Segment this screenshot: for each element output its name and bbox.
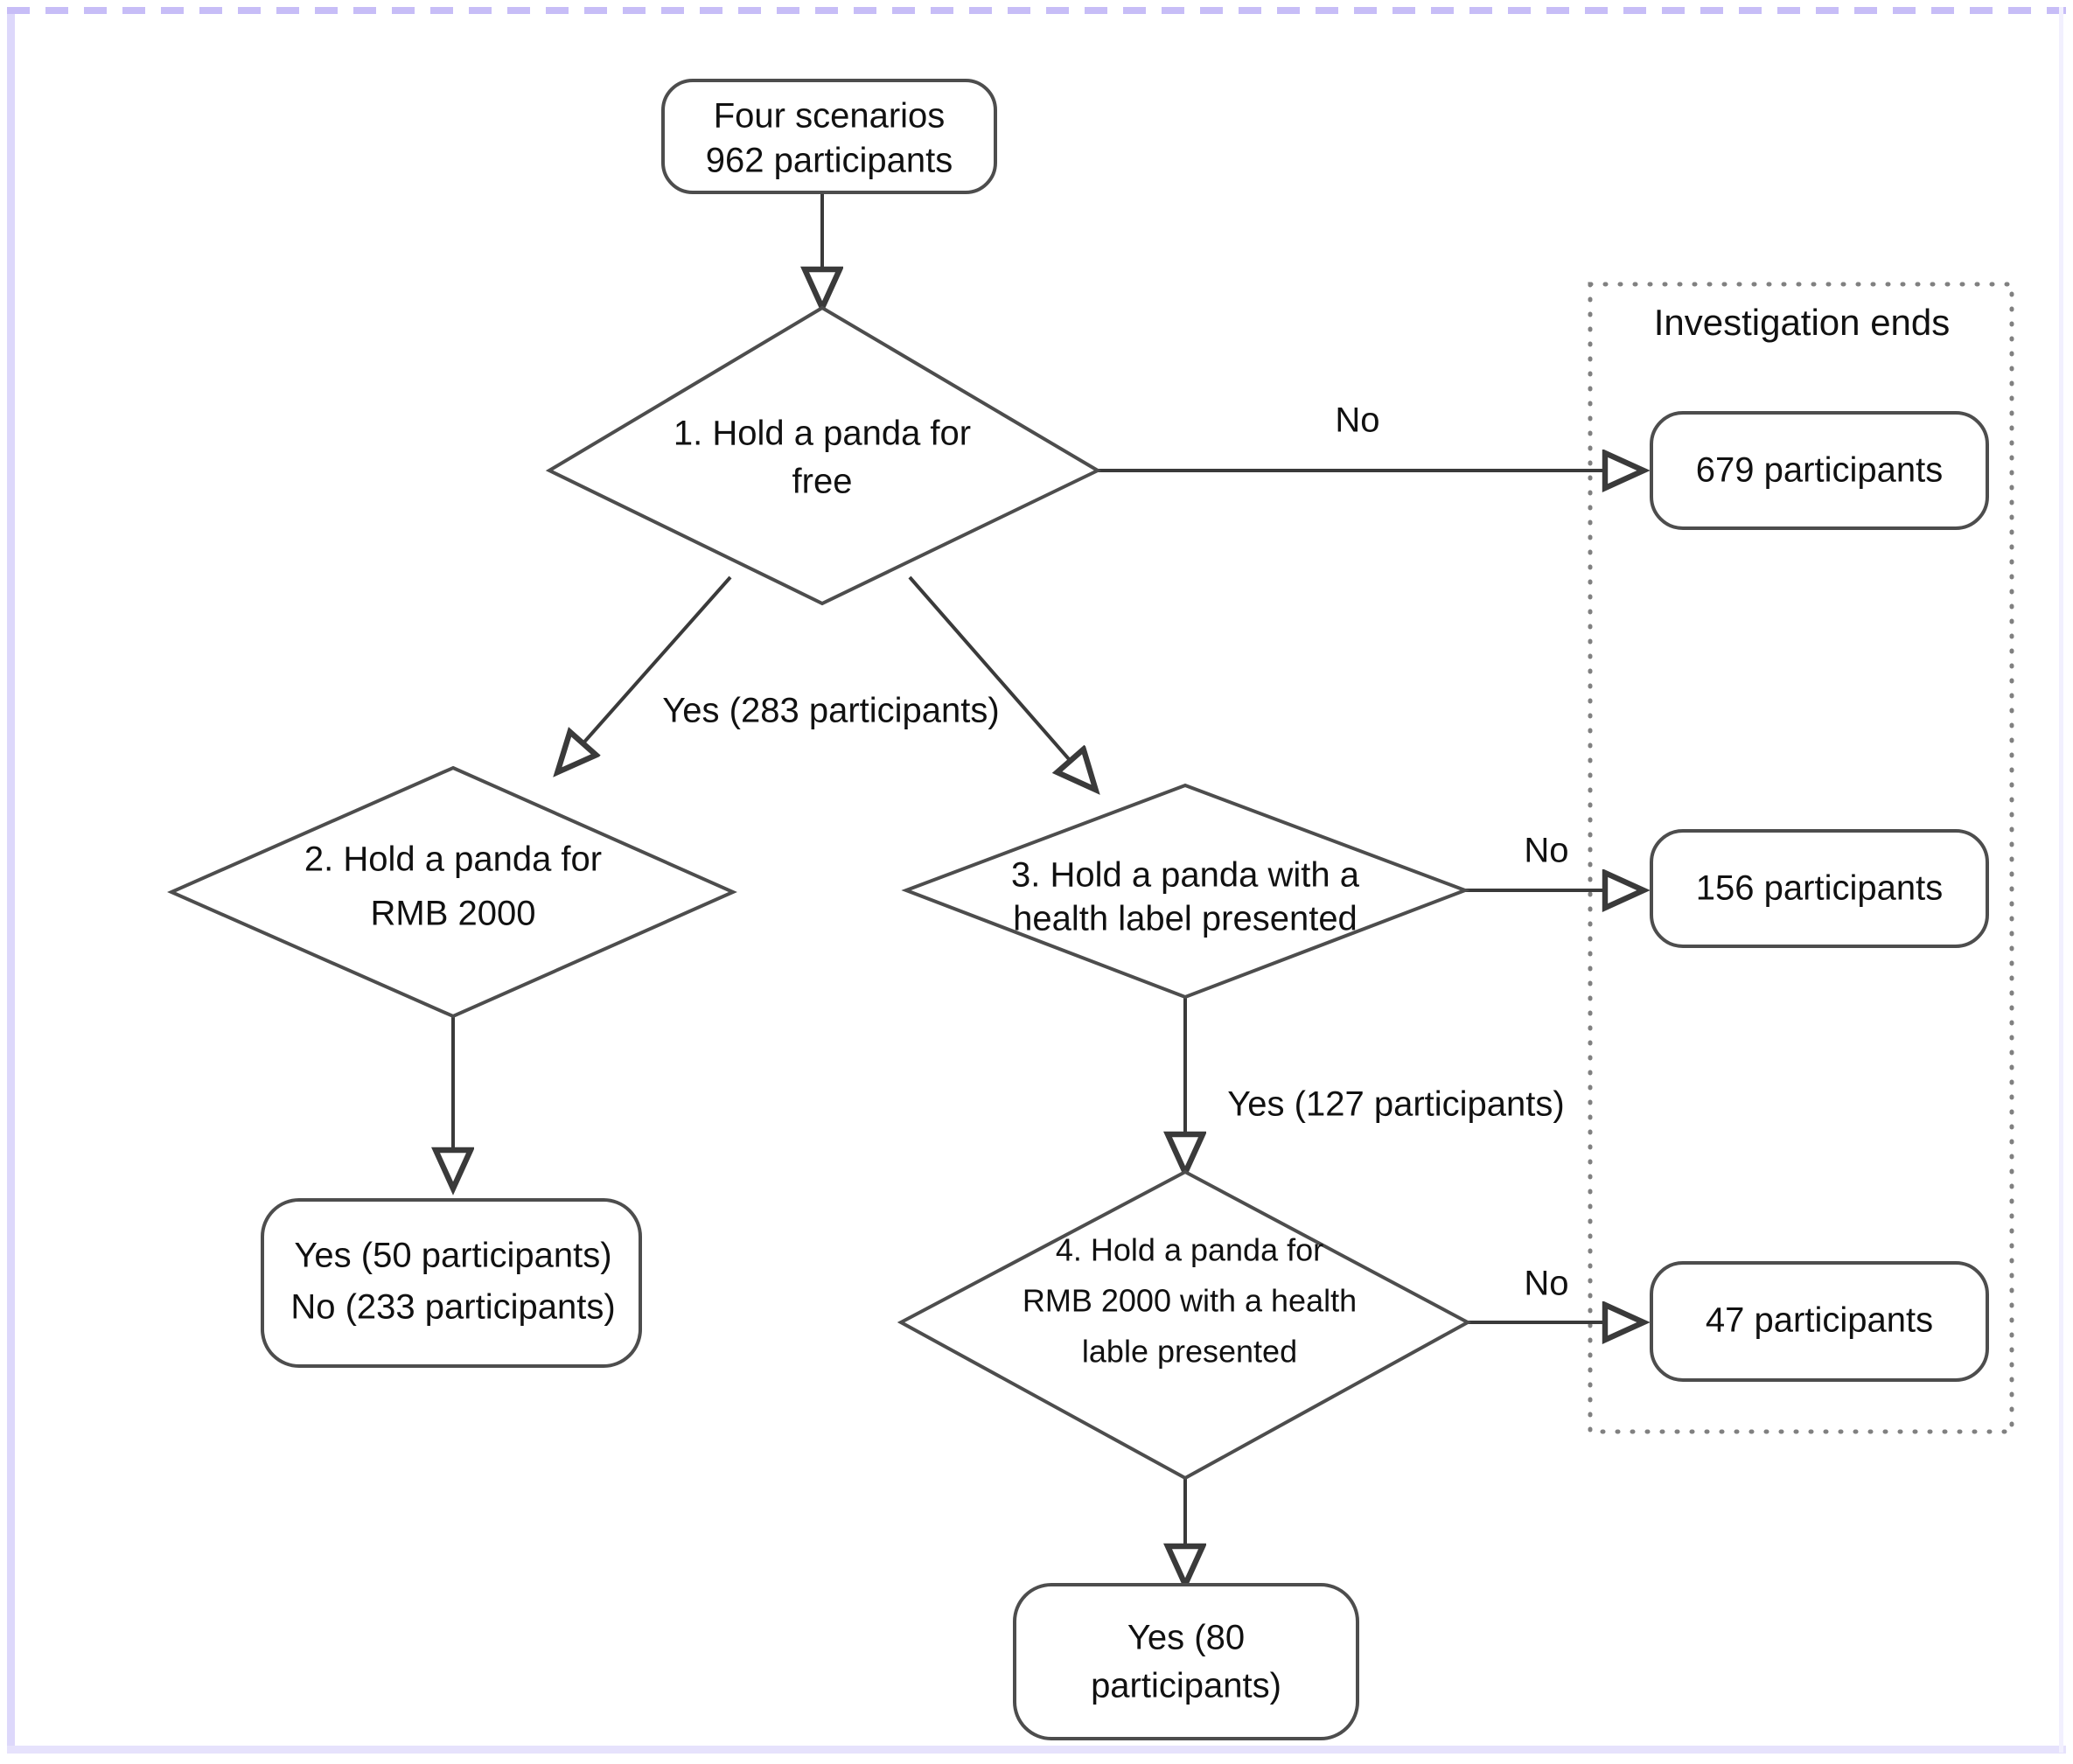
node-decision-4-line-2: RMB 2000 with a health [1023,1283,1357,1319]
node-end-47-label: 47 participants [1706,1301,1933,1340]
node-result-decision-4: Yes (80 participants) [1013,1583,1359,1740]
node-result-decision-2: Yes (50 participants) No (233 participan… [261,1198,642,1368]
node-end-156: 156 participants [1650,829,1989,948]
node-end-679: 679 participants [1650,411,1989,530]
edge-decision-1-to-decision-3 [908,575,1093,787]
node-start-line-1: Four scenarios [714,97,946,136]
frame-border-left [7,7,15,1753]
frame-border-bottom [7,1746,2066,1754]
investigation-ends-group: Investigation ends [1588,282,2014,1434]
node-decision-3-shape [901,783,1470,1000]
node-decision-2: 2. Hold a panda for RMB 2000 [167,765,737,1019]
node-decision-1-shape [545,305,1102,606]
node-decision-3-line-2: health label presented [1013,900,1358,938]
frame-border-top [7,7,2066,14]
edge-label-decision-1-yes: Yes (283 participants) [662,692,999,730]
node-decision-2-line-1: 2. Hold a panda for [304,840,602,879]
node-decision-2-line-2: RMB 2000 [371,895,536,933]
node-result-decision-2-line-2: No (233 participants) [290,1288,615,1327]
node-result-decision-4-line-1: Yes (80 [1127,1619,1245,1657]
edge-label-decision-3-no: No [1524,832,1568,870]
node-result-decision-2-line-1: Yes (50 participants) [294,1237,611,1275]
node-start-shape [661,79,997,194]
node-decision-1: 1. Hold a panda for free [545,305,1102,606]
investigation-ends-label: Investigation ends [1654,302,1951,343]
node-decision-4: 4. Hold a panda for RMB 2000 with a heal… [897,1169,1472,1481]
node-result-decision-2-shape [261,1198,642,1368]
node-end-679-shape [1650,411,1989,530]
node-decision-3-line-1: 3. Hold a panda with a [1011,856,1360,895]
node-decision-1-line-1: 1. Hold a panda for [674,415,971,453]
node-decision-1-line-2: free [792,463,853,501]
node-decision-4-line-3: lable presented [1082,1334,1297,1370]
edge-decision-1-yes-to-decision-2 [560,575,732,770]
node-decision-3: 3. Hold a panda with a health label pres… [901,783,1470,1000]
node-end-156-shape [1650,829,1989,948]
node-end-679-label: 679 participants [1696,451,1943,490]
investigation-ends-box [1588,282,2014,1434]
node-end-47-shape [1650,1261,1989,1382]
node-result-decision-4-shape [1013,1583,1359,1740]
node-decision-2-shape [167,765,737,1019]
node-start-line-2: 962 participants [706,142,953,180]
edge-label-decision-1-no: No [1335,401,1379,440]
frame-border-right [2059,7,2063,1753]
node-start: Four scenarios 962 participants [661,79,997,194]
node-result-decision-4-line-2: participants) [1091,1667,1281,1705]
node-end-156-label: 156 participants [1696,869,1943,908]
node-decision-4-line-1: 4. Hold a panda for [1056,1232,1323,1268]
edge-label-decision-4-no: No [1524,1265,1568,1303]
node-decision-4-shape [897,1169,1472,1481]
edge-label-decision-3-yes: Yes (127 participants) [1227,1085,1564,1124]
node-end-47: 47 participants [1650,1261,1989,1382]
